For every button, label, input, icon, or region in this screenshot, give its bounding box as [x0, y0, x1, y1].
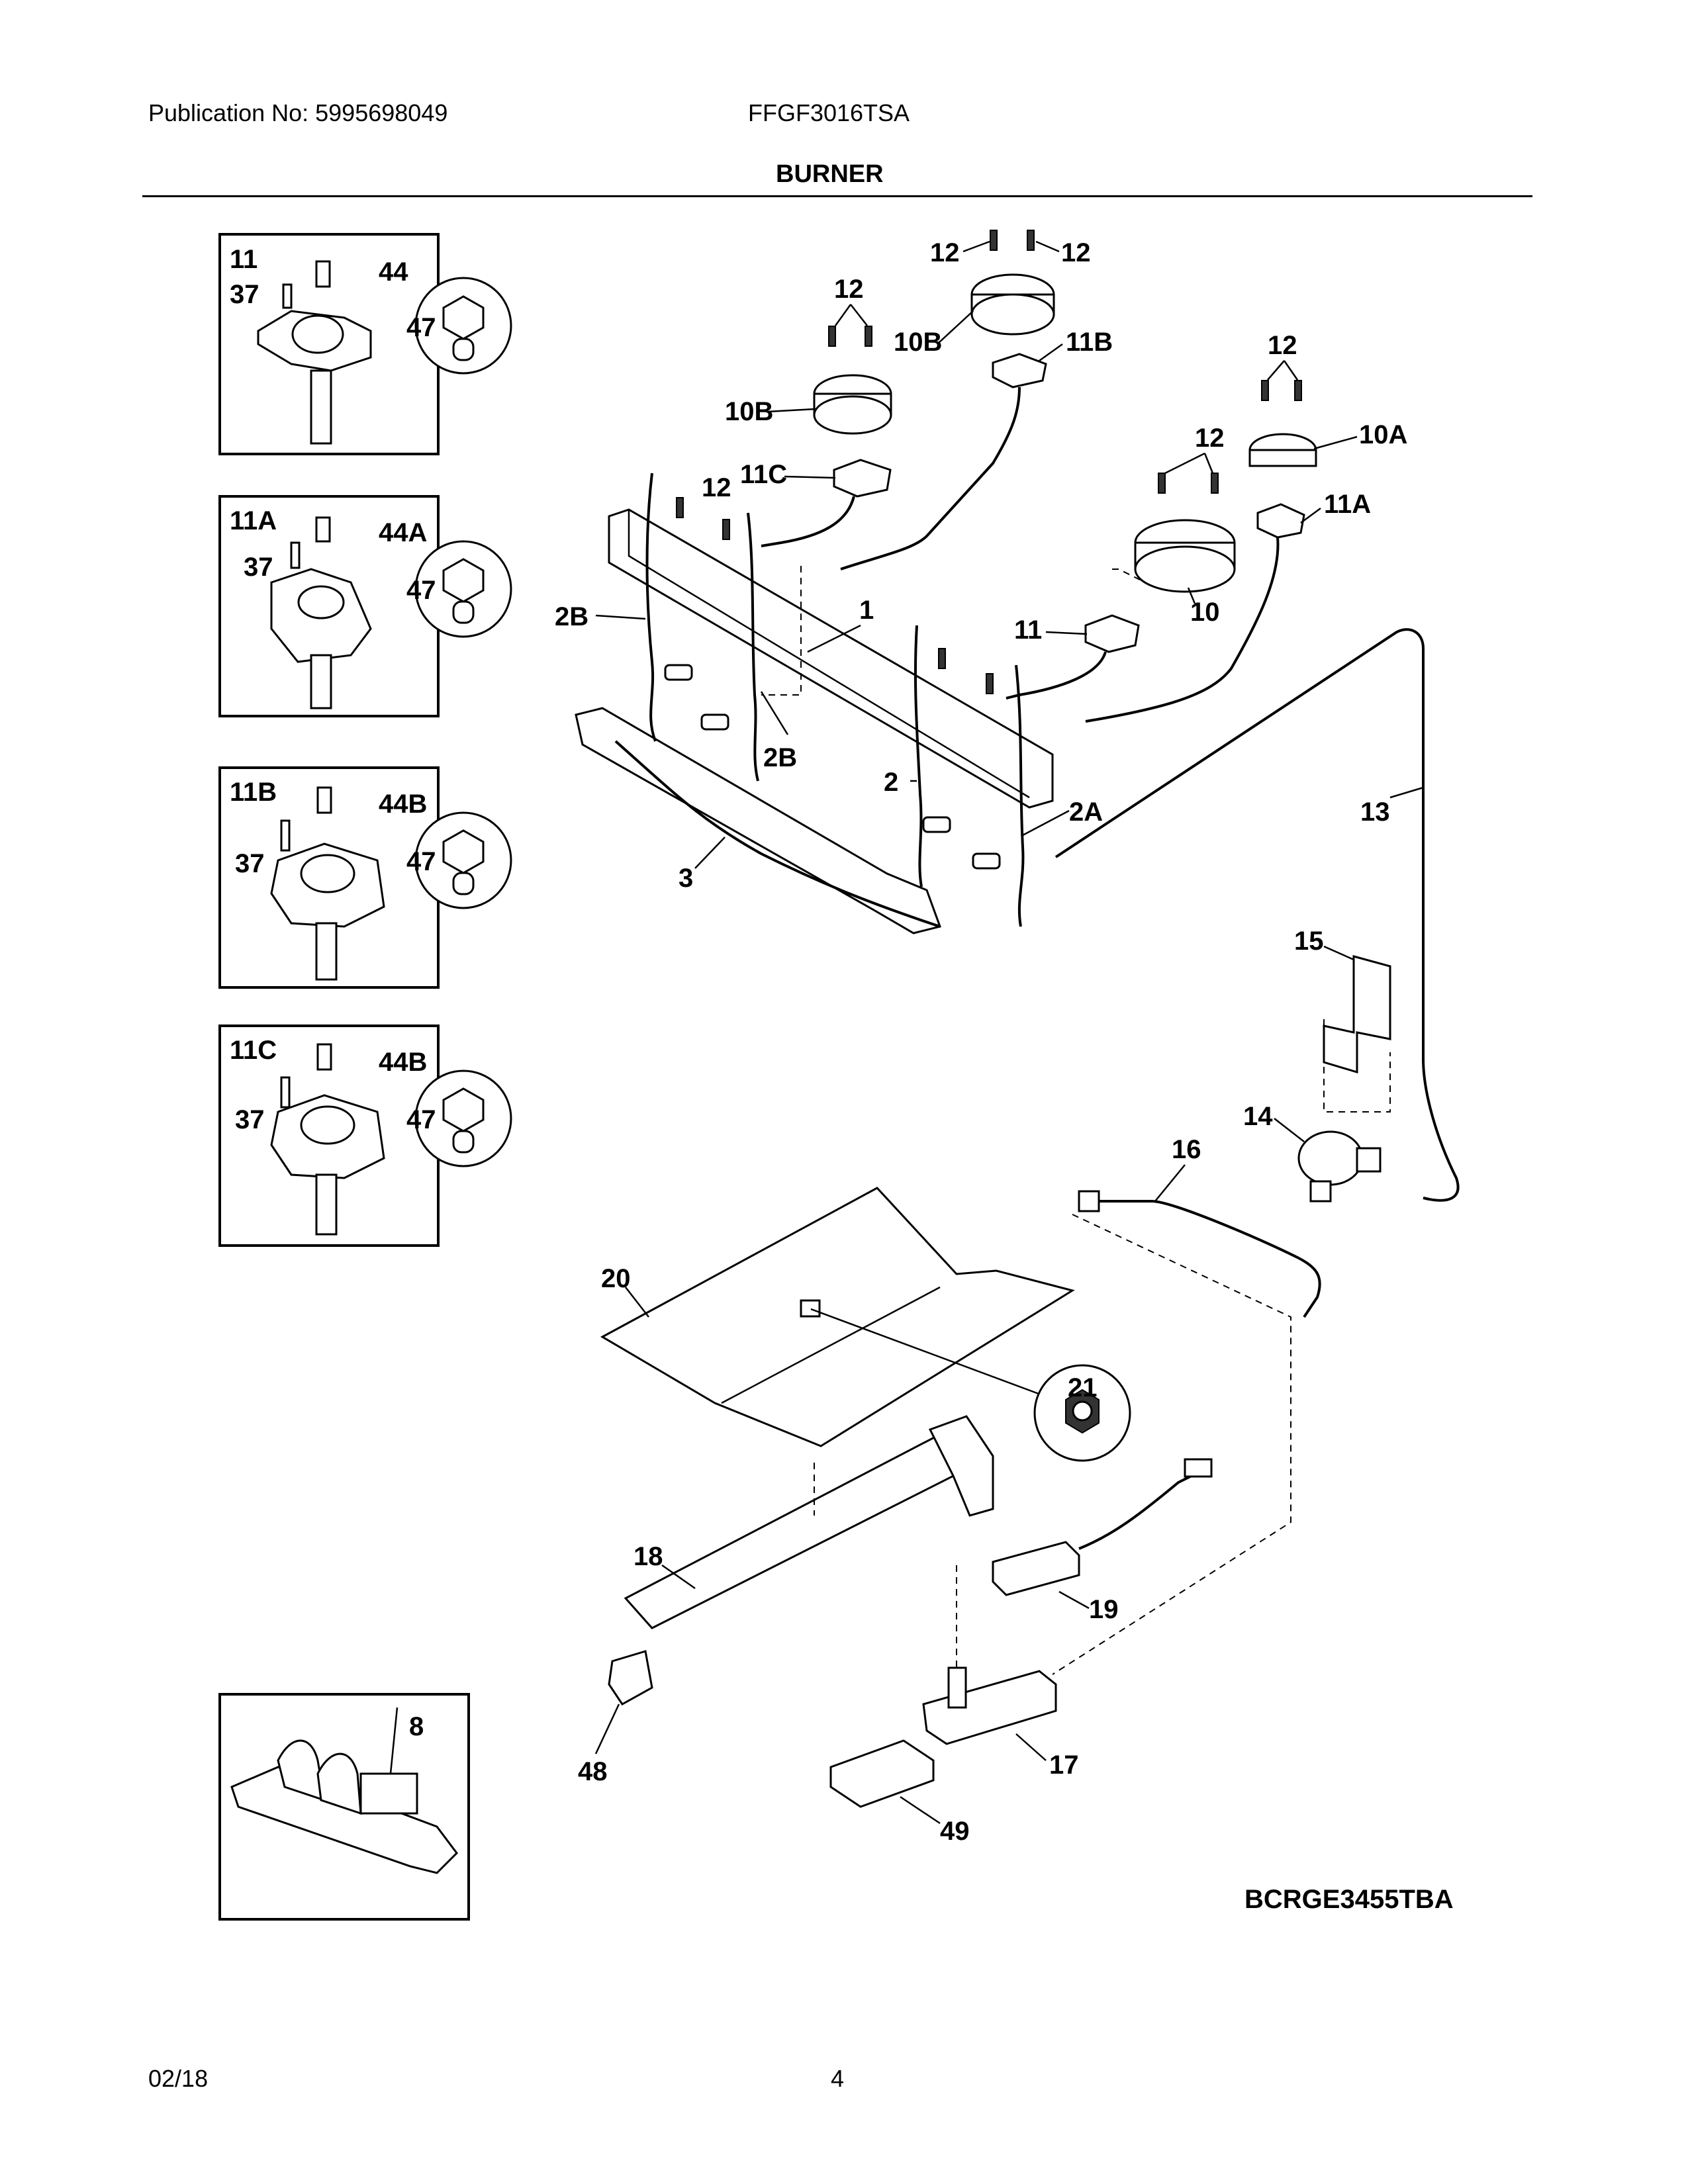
- callout-13: 13: [1360, 797, 1390, 827]
- callout-12-b: 12: [1061, 238, 1091, 267]
- callout-10a: 10A: [1359, 420, 1407, 449]
- callout-2b-left: 2B: [555, 602, 588, 631]
- brace-2b-left: [645, 473, 657, 742]
- inset-11c-label-44b: 44B: [379, 1048, 427, 1077]
- gas-line-13: [1055, 628, 1460, 1202]
- section-title: BURNER: [776, 160, 884, 188]
- inset-11b-label-47: 47: [406, 847, 436, 876]
- model-number: FFGF3016TSA: [748, 99, 910, 126]
- burner-head-10b-rear: [970, 273, 1055, 336]
- spark-module-drawing: [230, 1707, 458, 1874]
- callout-2: 2: [884, 768, 898, 797]
- burner-base-11a: [1085, 503, 1305, 723]
- callout-3: 3: [679, 864, 693, 893]
- callout-12-c: 12: [834, 275, 864, 304]
- screws-12: [676, 230, 1302, 694]
- callout-12-a: 12: [930, 238, 960, 267]
- ignitor-19: [992, 1541, 1080, 1596]
- burner-base-11b: [840, 353, 1047, 570]
- inset-11-valve-drawing: [257, 260, 512, 445]
- callout-18: 18: [633, 1542, 663, 1571]
- bracket-15: [1323, 955, 1391, 1074]
- nut-21: [800, 1299, 1131, 1462]
- inset-11-label-11: 11: [230, 245, 258, 274]
- callout-14: 14: [1243, 1102, 1273, 1131]
- inset-11a-label-37: 37: [244, 553, 273, 582]
- burner-head-10: [1134, 519, 1236, 593]
- burner-tube-18: [624, 1435, 974, 1629]
- inset-11c-label-11c: 11C: [230, 1036, 277, 1065]
- inset-11-label-47: 47: [406, 313, 436, 342]
- burner-base-11: [1006, 614, 1140, 700]
- callout-16: 16: [1172, 1135, 1201, 1164]
- callout-10b-rear: 10B: [894, 328, 942, 357]
- inset-11a-label-11a: 11A: [230, 506, 277, 535]
- callout-12-d: 12: [1268, 331, 1297, 360]
- callout-11c: 11C: [740, 460, 787, 489]
- inset-11a-label-44a: 44A: [379, 518, 427, 547]
- brace-2b-right: [747, 512, 759, 782]
- callout-19: 19: [1089, 1595, 1119, 1624]
- inset-11: 11 37 44 47: [218, 233, 512, 455]
- gas-line-16: [1092, 1200, 1321, 1318]
- callout-1: 1: [859, 596, 874, 625]
- callout-17: 17: [1049, 1751, 1079, 1780]
- inset-11b: 11B 37 44B 47: [218, 766, 512, 989]
- brace-2: [914, 625, 923, 887]
- callout-12-f: 12: [702, 473, 731, 502]
- clip-48: [608, 1650, 653, 1706]
- inset-11b-valve-drawing: [270, 786, 512, 981]
- callout-2b-right: 2B: [763, 743, 797, 772]
- baffle-20: [600, 1187, 1075, 1447]
- inset-11c-valve-drawing: [270, 1043, 512, 1236]
- inset-11-label-37: 37: [230, 280, 259, 309]
- callout-15: 15: [1294, 927, 1324, 956]
- callout-2a: 2A: [1069, 797, 1103, 827]
- callout-10b-front: 10B: [725, 397, 773, 426]
- callout-11a: 11A: [1324, 490, 1371, 519]
- inset-11a-label-47: 47: [406, 576, 436, 605]
- burner-head-10a: [1248, 433, 1317, 467]
- callout-11b: 11B: [1066, 328, 1113, 357]
- callout-49: 49: [940, 1817, 970, 1846]
- regulator-assembly: [1052, 955, 1391, 1675]
- oven-burner-assembly: [600, 1187, 1213, 1808]
- callout-labels: 12 12 12 12 12 12 10B 11B 10B 11C 10A 11…: [555, 238, 1407, 1846]
- callout-21: 21: [1068, 1373, 1098, 1402]
- burner-assembly: [575, 230, 1460, 1202]
- diagram-code: BCRGE3455TBA: [1244, 1885, 1454, 1914]
- manifold-pipe-3: [575, 707, 941, 934]
- inset-11b-label-37: 37: [235, 849, 265, 878]
- leader-lines: [594, 240, 1424, 1825]
- inset-11c-label-47: 47: [406, 1105, 436, 1134]
- header-rule: [142, 195, 1532, 197]
- inset-11a: 11A 37 44A 47: [218, 495, 512, 717]
- burner-mount-18: [928, 1415, 994, 1517]
- inset-11c-label-37: 37: [235, 1105, 265, 1134]
- inset-8: 8: [218, 1693, 470, 1921]
- callout-11: 11: [1014, 615, 1042, 645]
- inset-11c: 11C 37 44B 47: [218, 1024, 512, 1247]
- callout-12-e: 12: [1195, 424, 1225, 453]
- page-number: 4: [831, 2065, 845, 2092]
- safety-valve-17: [922, 1565, 1057, 1745]
- inset-11-label-44: 44: [379, 257, 408, 287]
- inset-11b-label-11b: 11B: [230, 778, 277, 807]
- burner-base-11c: [761, 459, 892, 547]
- valves-2: [664, 664, 1001, 870]
- regulator-14: [1297, 1130, 1382, 1203]
- inset-11b-label-44b: 44B: [379, 790, 427, 819]
- brace-2a: [1015, 664, 1025, 927]
- publication-number: Publication No: 5995698049: [148, 99, 448, 126]
- manifold-bracket-1: [608, 508, 1054, 809]
- inset-11a-valve-drawing: [270, 516, 512, 709]
- burner-head-10b-front: [813, 374, 892, 435]
- callout-48: 48: [578, 1757, 608, 1786]
- inset-8-label-8: 8: [409, 1712, 424, 1741]
- shield-49: [829, 1739, 935, 1808]
- revision-date: 02/18: [148, 2065, 209, 2092]
